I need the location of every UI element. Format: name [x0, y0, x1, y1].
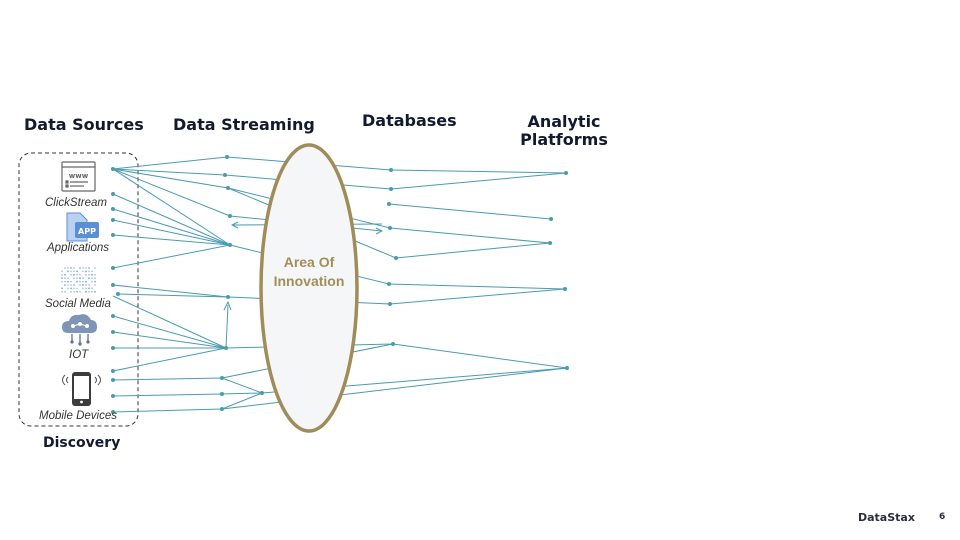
connector-line [112, 393, 223, 397]
connector-dot [111, 283, 115, 287]
connector-dot [388, 226, 392, 230]
connector-dots [111, 155, 569, 414]
applications-label: Applications [47, 242, 110, 254]
connector-dot [111, 218, 115, 222]
smartphone-icon [62, 372, 101, 406]
connector-line [388, 283, 566, 290]
connector-line [392, 343, 568, 369]
connector-dot [111, 378, 115, 382]
brand-logo: DataStax [858, 511, 915, 524]
connector-dot [111, 330, 115, 334]
analytic-platforms-heading: Analytic Platforms [520, 112, 608, 149]
connector-line [112, 234, 231, 246]
connector-dot [549, 217, 553, 221]
connector-line [112, 168, 231, 246]
connector-line [112, 193, 231, 246]
connector-line [112, 208, 231, 246]
connector-line [389, 227, 551, 244]
page-number: 6 [939, 512, 946, 522]
connector-dot [228, 214, 232, 218]
social-dots-icon [61, 267, 96, 293]
connector-dot [111, 346, 115, 350]
cloud-network-icon [62, 314, 97, 346]
connector-dot [228, 243, 232, 247]
connector-dot [389, 187, 393, 191]
connector-line [112, 168, 226, 176]
connector-line [112, 156, 228, 170]
innovation-ellipse [259, 143, 359, 433]
connector-line [395, 242, 551, 259]
connector-line [112, 168, 229, 189]
connector-dot [111, 192, 115, 196]
connector-dot [220, 407, 224, 411]
svg-text:APP: APP [78, 227, 96, 236]
data-sources-heading: Data Sources [24, 115, 144, 134]
connector-line [388, 203, 552, 220]
connector-line [117, 293, 229, 298]
connector-dot [387, 202, 391, 206]
connector-line [223, 300, 232, 311]
connector-line [112, 331, 227, 349]
connector-dot [226, 186, 230, 190]
connector-dot [391, 342, 395, 346]
connector-dot [565, 366, 569, 370]
connector-dot [220, 392, 224, 396]
svg-text:www: www [69, 172, 89, 180]
connector-line [112, 168, 231, 217]
connector-dot [226, 295, 230, 299]
clickstream-label: ClickStream [45, 197, 107, 209]
connector-dot [564, 171, 568, 175]
connector-dot [111, 314, 115, 318]
connector-dot [548, 241, 552, 245]
connector-dot [223, 173, 227, 177]
connector-line [375, 227, 384, 235]
connector-dot [389, 168, 393, 172]
connector-dot [388, 302, 392, 306]
connector-dot [111, 410, 115, 414]
connector-line [390, 172, 567, 190]
area-of-innovation-label: Area Of Innovation [273, 254, 345, 289]
connector-dot [111, 207, 115, 211]
connector-line [389, 288, 566, 305]
connector-dot [111, 167, 115, 171]
connector-dot [111, 394, 115, 398]
connector-line [112, 347, 227, 372]
iot-label: IOT [69, 349, 89, 361]
data-sources-box [18, 152, 139, 427]
app-document-icon: APP [66, 212, 99, 242]
mobile-devices-label: Mobile Devices [39, 410, 117, 422]
connector-line [230, 221, 239, 229]
connector-line [221, 377, 263, 394]
connector-dot [225, 155, 229, 159]
connector-dot [116, 292, 120, 296]
connector-dot [224, 346, 228, 350]
connector-line [221, 392, 263, 410]
connector-dot [387, 282, 391, 286]
connector-dot [111, 266, 115, 270]
social-media-label: Social Media [45, 298, 111, 310]
connector-line [221, 392, 263, 395]
connector-line [225, 304, 229, 349]
data-streaming-heading: Data Streaming [173, 115, 315, 134]
connector-line [112, 315, 227, 349]
connector-lines [112, 156, 568, 413]
connector-line [390, 169, 567, 174]
connector-line [112, 408, 223, 413]
connector-line [112, 377, 223, 381]
connector-dot [394, 256, 398, 260]
discovery-label: Discovery [43, 435, 121, 451]
connector-dot [111, 369, 115, 373]
connector-line [112, 219, 231, 246]
connector-dot [260, 391, 264, 395]
browser-window-icon: www [61, 161, 96, 192]
databases-heading: Databases [362, 111, 457, 130]
connector-dot [111, 233, 115, 237]
connector-dot [563, 287, 567, 291]
connector-line [112, 295, 227, 349]
connector-line [112, 244, 231, 269]
connector-line [112, 284, 229, 298]
connector-dot [220, 376, 224, 380]
